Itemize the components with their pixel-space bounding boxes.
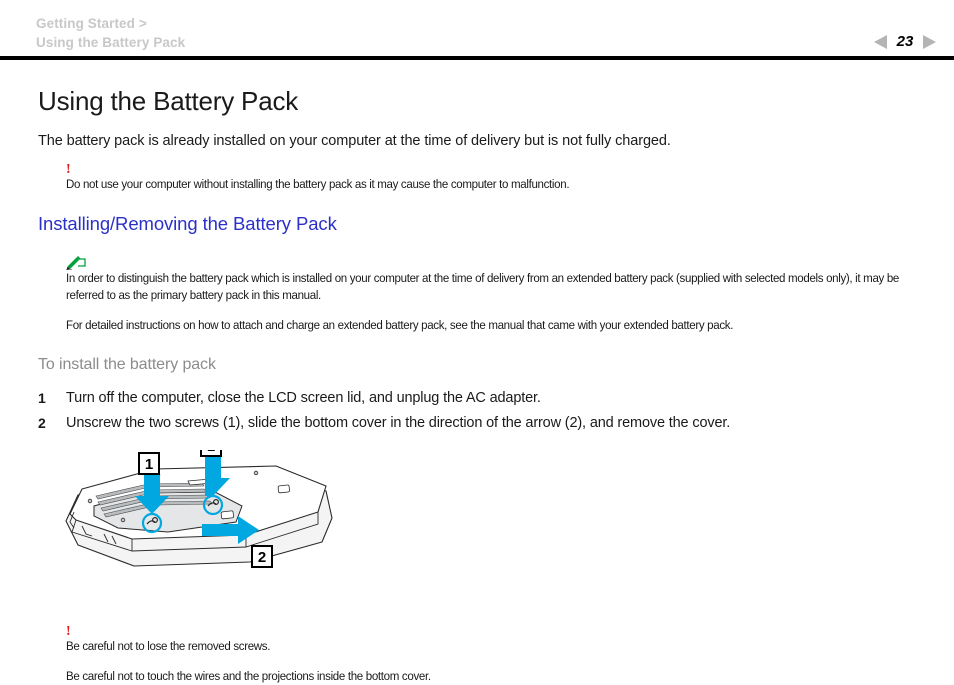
callout-box-2: 2 bbox=[251, 545, 273, 568]
note-pencil-icon bbox=[66, 255, 86, 271]
warning-bottom-paragraph-2: Be careful not to touch the wires and th… bbox=[66, 669, 431, 683]
callout-label: 1 bbox=[207, 450, 215, 455]
install-steps-list: 1 Turn off the computer, close the LCD s… bbox=[0, 374, 954, 436]
step-text: Turn off the computer, close the LCD scr… bbox=[66, 390, 541, 406]
breadcrumb-parent: Getting Started > bbox=[36, 16, 147, 31]
breadcrumb: Getting Started > Using the Battery Pack bbox=[36, 14, 185, 52]
callout-label: 1 bbox=[145, 456, 153, 473]
section-heading-install: To install the battery pack bbox=[38, 356, 216, 373]
page-header: Getting Started > Using the Battery Pack… bbox=[0, 0, 954, 56]
panel-details bbox=[87, 470, 290, 523]
warning-icon-row-bottom: ! bbox=[66, 623, 924, 639]
intro-paragraph: The battery pack is already installed on… bbox=[38, 133, 671, 149]
section-subtitle: Installing/Removing the Battery Pack bbox=[38, 213, 337, 234]
callout-box-1-left: 1 bbox=[138, 452, 160, 475]
callout-label: 2 bbox=[258, 549, 266, 566]
warning-block-bottom: ! Be careful not to lose the removed scr… bbox=[0, 623, 954, 685]
warning-bottom-paragraph-1: Be careful not to lose the removed screw… bbox=[66, 639, 271, 653]
arrow-down-left-icon bbox=[135, 474, 169, 514]
laptop-bottom-cover-diagram: 1 1 2 bbox=[65, 434, 333, 568]
warning-block-top: ! Do not use your computer without insta… bbox=[0, 161, 954, 193]
laptop-side-details bbox=[69, 511, 117, 545]
previous-page-arrow-icon[interactable] bbox=[874, 34, 887, 49]
step-number: 1 bbox=[38, 390, 46, 406]
step-number: 2 bbox=[38, 415, 46, 431]
note-block: In order to distinguish the battery pack… bbox=[0, 255, 954, 334]
exclamation-icon: ! bbox=[66, 162, 71, 177]
warning-text-top: Do not use your computer without install… bbox=[66, 177, 570, 191]
page-number: 23 bbox=[896, 33, 914, 50]
document-content: Using the Battery Pack The battery pack … bbox=[0, 60, 954, 685]
exclamation-icon: ! bbox=[66, 624, 71, 639]
header-divider bbox=[0, 56, 954, 60]
list-item: 1 Turn off the computer, close the LCD s… bbox=[0, 386, 954, 411]
page-navigation: 23 bbox=[874, 33, 936, 50]
callout-box-1-right: 1 bbox=[200, 434, 222, 457]
step-text: Unscrew the two screws (1), slide the bo… bbox=[66, 415, 731, 431]
arrow-slide-right-icon bbox=[202, 516, 259, 544]
warning-icon-row: ! bbox=[66, 161, 924, 177]
note-paragraph-2: For detailed instructions on how to atta… bbox=[66, 318, 734, 332]
note-icon-row bbox=[66, 255, 924, 271]
breadcrumb-current: Using the Battery Pack bbox=[36, 35, 186, 50]
page-title: Using the Battery Pack bbox=[38, 86, 299, 116]
arrow-down-right-icon bbox=[196, 456, 230, 496]
note-paragraph-1: In order to distinguish the battery pack… bbox=[66, 271, 900, 302]
figure-container: 1 1 2 bbox=[0, 434, 954, 595]
list-item: 2 Unscrew the two screws (1), slide the … bbox=[0, 411, 954, 436]
next-page-arrow-icon[interactable] bbox=[923, 34, 936, 49]
